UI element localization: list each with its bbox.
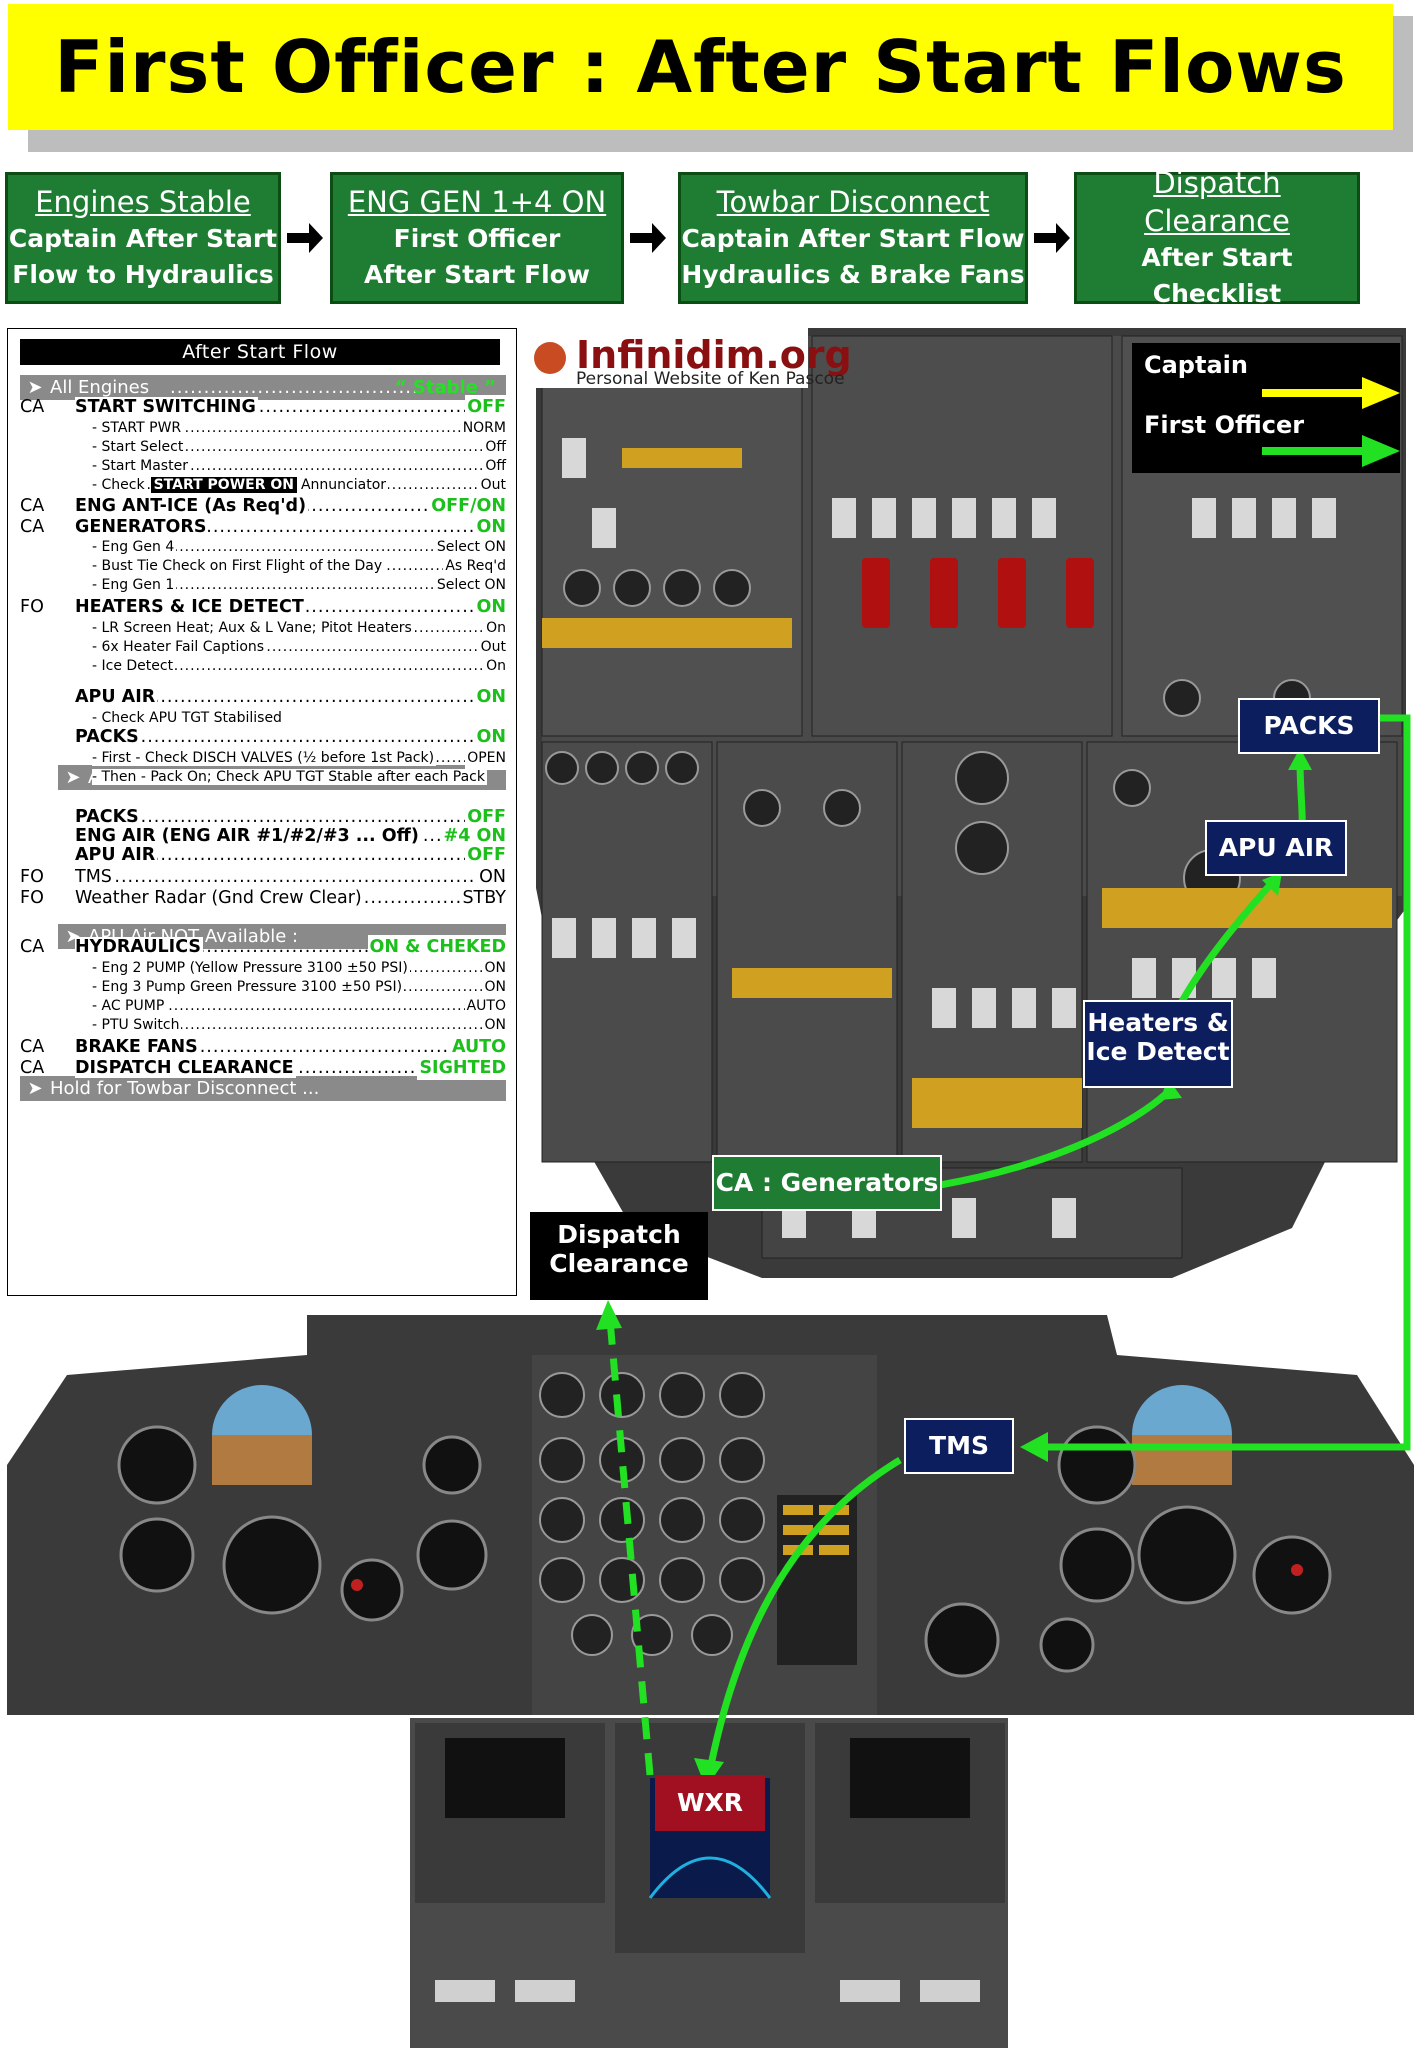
- page-title: First Officer : After Start Flows: [54, 25, 1347, 109]
- dot-leader: ........................................…: [92, 658, 506, 674]
- section-label: All Engines: [50, 377, 150, 398]
- checklist-role: FO: [20, 597, 44, 617]
- checklist-role: FO: [20, 888, 44, 908]
- step-line: Hydraulics & Brake Fans: [681, 260, 1025, 289]
- checklist-role: FO: [20, 867, 44, 887]
- checklist-value: ON: [482, 1013, 506, 1037]
- checklist-value: ON: [477, 865, 506, 889]
- dot-leader: ........................................…: [75, 687, 506, 707]
- section-state: “ Stable ”: [394, 377, 496, 398]
- dot-leader: ........................................…: [75, 807, 506, 827]
- title-banner: First Officer : After Start Flows: [8, 4, 1393, 130]
- dot-leader: ........................................…: [92, 998, 506, 1014]
- step-heading: Dispatch Clearance: [1144, 166, 1290, 238]
- step-line: After Start Flow: [364, 260, 590, 289]
- checklist-value: Select ON: [434, 573, 506, 597]
- checklist-role: CA: [20, 496, 45, 516]
- checklist-value: ON: [474, 595, 506, 619]
- checklist-value: Off: [483, 435, 506, 459]
- dot-leader: ........................................…: [170, 377, 416, 398]
- step-eng-gen: ENG GEN 1+4 ON First Officer After Start…: [330, 172, 624, 304]
- checklist-role: CA: [20, 1058, 45, 1078]
- checklist-role: CA: [20, 397, 45, 417]
- chevron-right-icon: ➤: [65, 767, 81, 788]
- checklist-value: Off: [483, 454, 506, 478]
- step-line: Flow to Hydraulics: [12, 260, 274, 289]
- callout-dispatch-clearance: Dispatch Clearance: [530, 1212, 708, 1300]
- checklist-role: CA: [20, 1037, 45, 1057]
- checklist-value: Out: [478, 473, 506, 497]
- dot-leader: ........................................…: [92, 577, 506, 593]
- step-towbar: Towbar Disconnect Captain After Start Fl…: [678, 172, 1028, 304]
- legend-box: Captain First Officer: [1132, 343, 1400, 473]
- checklist-value: On: [484, 616, 506, 640]
- dot-leader: ........................................…: [92, 539, 506, 555]
- logo-tagline: Personal Website of Ken Pascoe: [576, 369, 845, 389]
- overhead-panel: Infinidim.org Personal Website of Ken Pa…: [532, 328, 1406, 1278]
- callout-apu-air: APU AIR: [1205, 820, 1347, 876]
- checklist-role: CA: [20, 937, 45, 957]
- step-dispatch: Dispatch Clearance After Start Checklist: [1074, 166, 1360, 308]
- legend-captain-label: Captain: [1144, 351, 1248, 379]
- section-all-engines: ➤ All Engines ...........................…: [20, 375, 506, 400]
- step-heading: Engines Stable: [35, 185, 251, 219]
- step-line: Captain After Start Flow: [681, 224, 1025, 253]
- callout-line: Ice Detect: [1086, 1037, 1230, 1066]
- callout-line: Heaters &: [1087, 1008, 1229, 1037]
- checklist-value: STBY: [460, 886, 506, 910]
- step-line: After Start Checklist: [1141, 243, 1293, 308]
- checklist-value: ON: [474, 725, 506, 749]
- arrow-right-icon: [1034, 223, 1070, 253]
- checklist-value: SIGHTED: [417, 1056, 506, 1080]
- checklist-value: ON: [474, 685, 506, 709]
- checklist-value: On: [484, 654, 506, 678]
- checklist-value: OPEN: [465, 746, 506, 770]
- callout-tms: TMS: [904, 1418, 1014, 1474]
- checklist-role: CA: [20, 517, 45, 537]
- section-towbar: ➤ Hold for Towbar Disconnect ...: [20, 1076, 506, 1101]
- checklist-value: ON: [482, 956, 506, 980]
- callout-packs: PACKS: [1238, 698, 1380, 754]
- chevron-right-icon: ➤: [27, 377, 43, 398]
- checklist-header: After Start Flow: [20, 339, 500, 365]
- step-heading: ENG GEN 1+4 ON: [347, 185, 607, 219]
- arrow-right-icon: [287, 223, 323, 253]
- checklist-value: ON & CHEKED: [367, 935, 506, 959]
- dot-leader: ........................................…: [92, 458, 506, 474]
- dot-leader: ........................................…: [92, 1017, 506, 1033]
- dot-leader: ........................................…: [75, 867, 506, 887]
- logo-name: Infinidim.org: [576, 333, 852, 377]
- dot-leader: ........................................…: [92, 439, 506, 455]
- checklist-value: OFF: [465, 843, 506, 867]
- captain-arrow-icon: [1262, 377, 1400, 409]
- step-line: First Officer: [393, 224, 561, 253]
- dot-leader: ........................................…: [75, 845, 506, 865]
- first-officer-arrow-icon: [1262, 435, 1400, 467]
- callout-line: Clearance: [549, 1249, 689, 1278]
- dot-leader: ........................................…: [92, 420, 506, 436]
- dot-leader: ........................................…: [75, 727, 506, 747]
- checklist-value: OFF/ON: [429, 494, 506, 518]
- main-instrument-panel: [7, 1315, 1414, 1715]
- section-label: Hold for Towbar Disconnect ...: [50, 1078, 320, 1099]
- step-line: Captain After Start: [8, 224, 278, 253]
- step-engines-stable: Engines Stable Captain After Start Flow …: [5, 172, 281, 304]
- chevron-right-icon: ➤: [27, 1078, 43, 1099]
- callout-generators: CA : Generators: [712, 1155, 942, 1211]
- callout-heaters-ice-detect: Heaters & Ice Detect: [1083, 1000, 1233, 1088]
- step-heading: Towbar Disconnect: [716, 185, 990, 219]
- checklist-value: ON: [482, 975, 506, 999]
- checklist-value: AUTO: [449, 1035, 506, 1059]
- legend-first-officer-label: First Officer: [1144, 411, 1305, 439]
- callout-line: Dispatch: [557, 1220, 681, 1249]
- checklist-value: OFF: [465, 395, 506, 419]
- callout-wxr: WXR: [655, 1775, 765, 1831]
- arrow-right-icon: [630, 223, 666, 253]
